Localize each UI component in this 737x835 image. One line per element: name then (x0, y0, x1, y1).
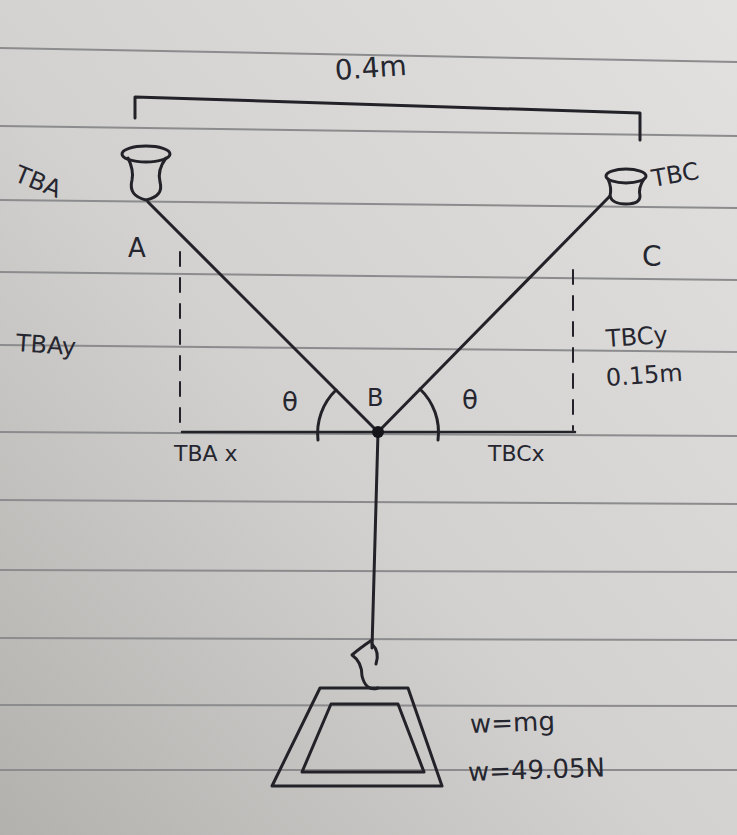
point-label: B (367, 385, 383, 411)
point-label: C (642, 242, 662, 273)
component-label: TBCx (488, 442, 545, 466)
angle-arc (318, 390, 336, 440)
dimension-label: 0.15m (605, 360, 683, 392)
tension-label: TBA (11, 161, 65, 203)
ruled-lines (0, 48, 737, 770)
string-ab (148, 202, 378, 432)
weight-value: w=49.05N (468, 753, 606, 786)
component-label: TBAy (15, 330, 77, 361)
dimension-bracket (135, 97, 640, 140)
point-label: A (128, 234, 146, 263)
angle-arc (420, 389, 438, 440)
dimension-label: 0.4m (334, 51, 408, 87)
weight-formula: w=mg (470, 707, 556, 739)
angle-label: θ (462, 386, 478, 415)
anchor-c (606, 169, 646, 204)
tension-label: TBC (650, 158, 701, 192)
junction-dot (372, 426, 384, 438)
hook (352, 640, 378, 689)
anchor-a (122, 146, 170, 200)
weight-block (272, 688, 442, 786)
component-label: TBA x (174, 442, 238, 466)
component-label: TBCy (605, 322, 668, 353)
component-dash (572, 270, 574, 430)
string-bc (378, 196, 610, 432)
component-dash (179, 252, 181, 430)
angle-label: θ (282, 388, 298, 417)
string-bw (372, 432, 378, 648)
